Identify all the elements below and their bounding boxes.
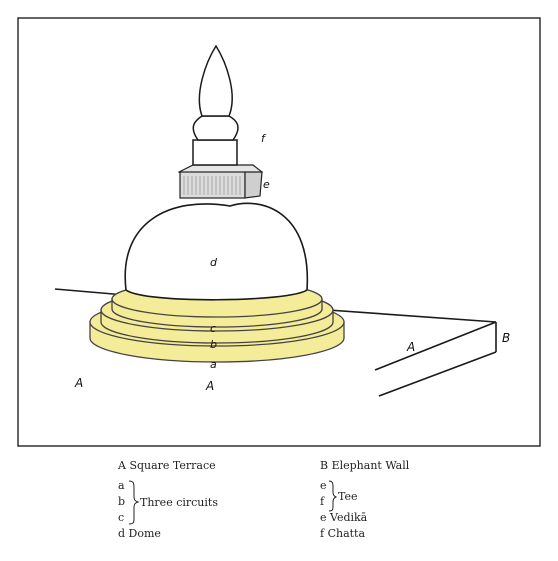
terrace-edge-left	[54, 288, 126, 296]
label-A-right: A	[406, 340, 415, 354]
label-c: c	[210, 322, 216, 335]
label-a: a	[210, 358, 217, 371]
legend-dome: d Dome	[118, 527, 161, 540]
label-A-front: A	[205, 379, 214, 393]
legend-elephant-wall: B Elephant Wall	[320, 459, 410, 472]
label-b: b	[210, 338, 217, 351]
legend-chatta: f Chatta	[320, 527, 365, 540]
legend-tee: Tee	[338, 490, 358, 503]
label-e: e	[263, 178, 270, 191]
legend-f: f	[320, 495, 325, 508]
vedika-box	[177, 164, 264, 199]
figure-frame	[17, 17, 541, 447]
legend-brace-ef	[328, 480, 338, 512]
label-f: f	[261, 132, 267, 145]
elephant-wall-bottom-edge	[378, 351, 497, 397]
legend-brace-abc	[128, 480, 140, 525]
label-d: d	[210, 256, 218, 269]
chatta-spire	[192, 44, 239, 166]
legend-a: a	[118, 479, 125, 492]
label-A-left: A	[74, 376, 83, 390]
legend-e: e	[320, 479, 327, 492]
legend-square-terrace: A Square Terrace	[117, 459, 216, 472]
legend-c: c	[118, 511, 124, 524]
legend-three-circuits: Three circuits	[140, 496, 218, 509]
label-B: B	[502, 331, 510, 345]
dome	[124, 202, 309, 301]
legend-b: b	[118, 495, 125, 508]
legend-vedika: e Vedikā	[320, 511, 368, 524]
legend: A Square Terrace B Elephant Wall a b c T…	[117, 459, 410, 540]
elephant-wall-top-edge	[374, 321, 497, 371]
